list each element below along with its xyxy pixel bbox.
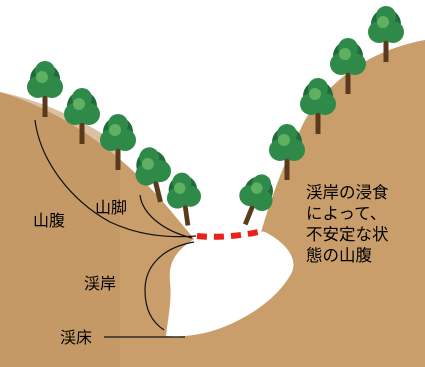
tree-icon bbox=[269, 124, 305, 180]
curve-sanpuku bbox=[34, 119, 197, 238]
note-line-3: 不安定な状 bbox=[306, 225, 389, 244]
tree-icon bbox=[330, 38, 366, 94]
gully bbox=[166, 230, 294, 337]
curve-keigan bbox=[144, 241, 195, 331]
tree-icon bbox=[239, 174, 273, 226]
curve-sanroku bbox=[139, 194, 193, 239]
tree-group bbox=[27, 6, 404, 226]
tree-icon bbox=[300, 78, 336, 134]
ground-shade bbox=[0, 92, 120, 367]
note-line-1: 渓岸の浸食 bbox=[306, 183, 389, 202]
label-sanroku: 山脚 bbox=[95, 198, 127, 217]
note-line-4: 態の山腹 bbox=[306, 246, 372, 265]
label-keishō: 渓床 bbox=[60, 328, 92, 347]
label-sanpuku: 山腹 bbox=[33, 211, 65, 230]
tree-icon bbox=[64, 88, 100, 144]
tree-icon bbox=[135, 147, 172, 203]
dashed-line bbox=[196, 229, 259, 240]
label-keigan: 渓岸 bbox=[84, 274, 116, 293]
tree-icon bbox=[166, 172, 201, 226]
tree-icon bbox=[368, 6, 404, 62]
tree-icon bbox=[100, 114, 136, 170]
tree-icon bbox=[27, 61, 63, 117]
note-line-2: によって、 bbox=[306, 204, 386, 223]
